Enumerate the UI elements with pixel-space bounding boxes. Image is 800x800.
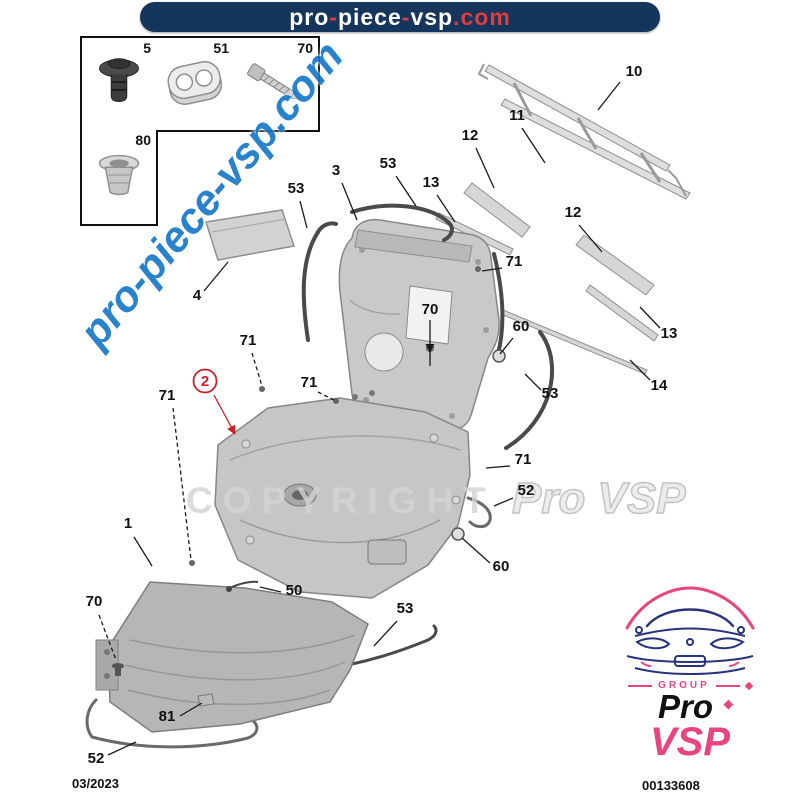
screw-icon [247,63,300,100]
thumbnail-number: 51 [213,40,229,56]
thumbnail-part-51: 51 [156,36,236,132]
logo-group-row: GROUP [612,680,768,691]
roof-rails-assembly [477,63,691,200]
thumbnail-part-80: 80 [80,130,158,226]
logo-line-right [715,684,740,687]
site-title: pro-piece-vsp.com [289,3,511,30]
site-banner: pro-piece-vsp.com [140,2,660,32]
logo-pro-text: Pro [612,690,768,723]
site-title-segment: piece [337,3,402,30]
front-carpet [95,581,369,733]
logo-diamond-icon [744,681,754,690]
car-sketch-icon [625,586,755,675]
reference-number: 00133608 [642,778,700,793]
site-title-segment: - [329,3,338,30]
date-label: 03/2023 [72,776,119,791]
thumbnail-number: 70 [297,40,313,56]
thumbnail-number: 80 [135,132,151,148]
threaded-insert-icon [98,154,140,196]
small-fasteners [112,266,506,707]
floor-panel [214,397,471,599]
rivet-icon [99,58,139,103]
thumbnail-part-70: 70 [234,36,320,132]
site-title-segment: .com [453,3,511,30]
logo-diamond-icon [723,699,734,710]
logo-group-text: GROUP [658,680,710,691]
logo-line-left [628,684,653,687]
thumbnail-number: 5 [143,40,151,56]
grommet-icon [167,61,223,105]
site-title-segment: pro [289,3,330,30]
site-title-segment: vsp [410,3,454,30]
thumbnail-part-5: 5 [80,36,158,132]
small-mat [205,209,295,261]
logo-vsp-text: VSP [649,720,731,765]
provsp-logo: GROUP Pro VSP [612,584,768,762]
site-title-segment: - [401,3,411,30]
rear-panel [338,218,500,432]
